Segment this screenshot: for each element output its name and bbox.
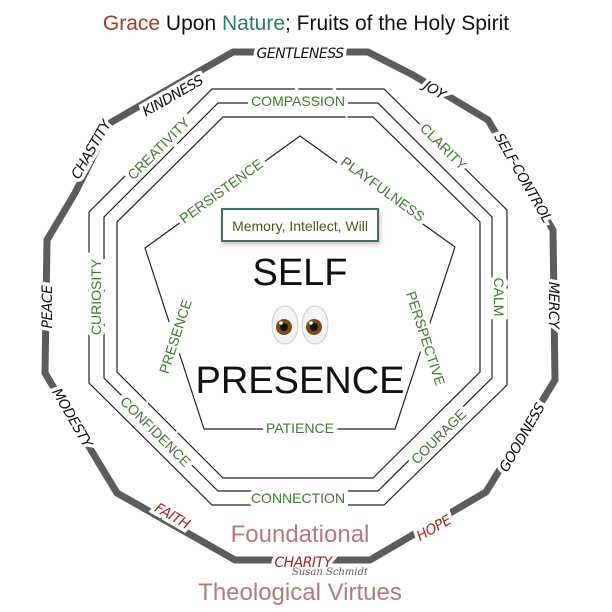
quality-compassion: COMPASSION bbox=[251, 93, 345, 109]
quality-connection: CONNECTION bbox=[251, 490, 345, 506]
faculties-text: Memory, Intellect, Will bbox=[232, 218, 368, 234]
artist-signature: Susan Schmidt bbox=[292, 567, 369, 578]
self-label: SELF bbox=[252, 252, 347, 294]
title-nature: Nature bbox=[222, 12, 285, 35]
title-grace: Grace bbox=[103, 12, 160, 35]
virtue-charity: CHARITY bbox=[274, 555, 333, 571]
virtue-hope: HOPE bbox=[414, 512, 454, 545]
quality-presence: PRESENCE bbox=[156, 297, 195, 375]
virtue-peace: PEACE bbox=[40, 285, 56, 329]
quality-calm: CALM bbox=[491, 278, 507, 317]
outer-virtues-outline bbox=[41, 48, 559, 564]
quality-confidence: CONFIDENCE bbox=[117, 393, 194, 470]
foundational-label: Foundational bbox=[231, 521, 370, 548]
quality-curiosity: CURIOSITY bbox=[88, 258, 104, 335]
title-upon: Upon bbox=[160, 12, 222, 35]
virtue-modesty: MODESTY bbox=[48, 386, 95, 452]
quality-courage: COURAGE bbox=[408, 406, 469, 467]
diagram-title: Grace Upon Nature; Fruits of the Holy Sp… bbox=[103, 12, 509, 35]
eyes-icon bbox=[271, 305, 329, 345]
faculties-box bbox=[221, 208, 379, 242]
quality-creativity: CREATIVITY bbox=[124, 114, 193, 183]
octagon-line-outer bbox=[88, 88, 508, 506]
virtue-gentleness: GENTLENESS bbox=[257, 46, 345, 62]
quality-clarity: CLARITY bbox=[417, 120, 471, 174]
octagon-line-middle bbox=[103, 102, 493, 492]
quality-patience: PATIENCE bbox=[266, 420, 334, 436]
presence-label: PRESENCE bbox=[195, 360, 404, 402]
title-fruits: ; Fruits of the Holy Spirit bbox=[285, 12, 509, 35]
quality-perspective: PERSPECTIVE bbox=[403, 289, 449, 387]
theological-virtues-label: Theological Virtues bbox=[198, 579, 402, 606]
octagon-line-inner bbox=[116, 116, 481, 479]
virtue-goodness: GOODNESS bbox=[497, 400, 549, 475]
virtue-chastity: CHASTITY bbox=[68, 116, 115, 182]
pentagon-outline bbox=[144, 135, 456, 430]
virtue-mercy: MERCY bbox=[545, 282, 561, 330]
virtue-self-control: SELF-CONTROL bbox=[490, 131, 554, 226]
